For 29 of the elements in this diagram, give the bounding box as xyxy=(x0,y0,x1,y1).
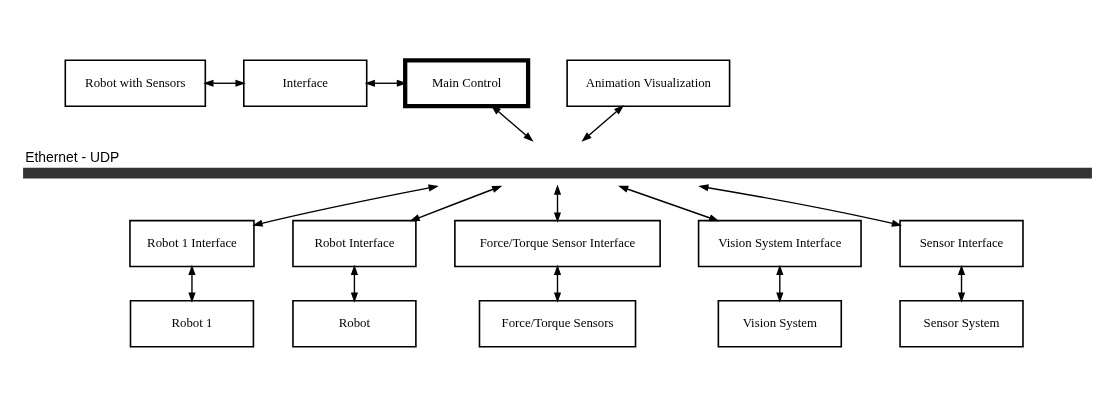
arrow xyxy=(581,105,625,142)
node-label: Ethernet - UDP xyxy=(25,148,120,165)
node-box: Robot with Sensors xyxy=(64,59,207,108)
arrow xyxy=(252,184,439,227)
arrow xyxy=(957,264,966,303)
node-box: Force/Torque Sensors xyxy=(478,299,637,348)
arrow xyxy=(776,264,784,303)
node-box: Sensor System xyxy=(899,299,1024,348)
node-box: Interface xyxy=(243,59,368,108)
arrow xyxy=(553,184,562,223)
node-box: Robot xyxy=(292,299,417,348)
node-box xyxy=(23,167,1092,179)
node-box: Robot 1 Interface xyxy=(129,219,255,268)
arrow xyxy=(409,185,503,222)
node-box: Robot 1 xyxy=(129,299,255,348)
node-box: Animation Visualization xyxy=(566,59,731,108)
node-box: Sensor Interface xyxy=(899,219,1024,268)
arrow xyxy=(553,264,562,303)
arrow xyxy=(188,264,196,303)
node-box: Vision System xyxy=(717,299,843,348)
node-box: Vision System Interface xyxy=(697,219,862,268)
node-box: Main Control xyxy=(403,58,531,109)
node-box: Robot Interface xyxy=(292,219,417,268)
arrow xyxy=(698,184,903,227)
arrow xyxy=(490,105,534,142)
node-box: Force/Torque Sensor Interface xyxy=(454,219,661,268)
arrow xyxy=(350,264,358,303)
arrow xyxy=(618,185,720,222)
arrow xyxy=(203,79,246,87)
